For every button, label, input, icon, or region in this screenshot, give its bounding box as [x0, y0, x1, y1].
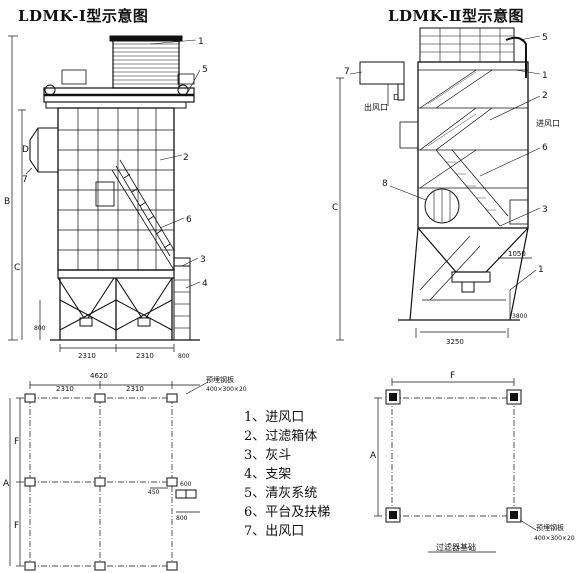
t1-dim-leg: 800 — [34, 325, 46, 332]
t1-callout-3: 3 — [200, 255, 206, 265]
type1-elevation — [8, 35, 201, 352]
t2-callout-3: 3 — [542, 205, 548, 215]
p2-caption: 过滤器基础 — [436, 542, 476, 552]
p1-dim-bay2: 2310 — [126, 385, 144, 393]
t2-dim-offset: 1050 — [508, 250, 526, 258]
type2-plan — [374, 378, 537, 553]
t2-dim-c: C — [332, 203, 338, 213]
p1-dim-600: 600 — [180, 481, 192, 488]
t1-callout-5: 5 — [202, 65, 208, 75]
t2-dim-d: D — [393, 93, 399, 102]
t2-callout-2: 2 — [542, 91, 548, 101]
p1-dim-f-top: F — [14, 437, 19, 447]
legend-item: 7、出风口 — [244, 524, 305, 539]
p1-dim-a: A — [3, 479, 10, 489]
t1-dim-b: B — [4, 197, 10, 207]
t1-dim-d: D — [22, 145, 29, 155]
legend: 1、进风口 2、过滤箱体 3、灰斗 4、支架 5、清灰系统 6、平台及扶梯 7、… — [244, 408, 330, 541]
type1-plan — [9, 381, 209, 571]
p1-dim-total: 4620 — [90, 372, 108, 380]
type1-title: LDMK-Ⅰ型示意图 — [18, 7, 149, 25]
p2-dim-a: A — [370, 451, 377, 461]
t1-dim-step: 800 — [178, 353, 190, 360]
t2-dim-base: 3250 — [446, 338, 464, 346]
p2-plate-label: 预埋钢板 — [536, 523, 564, 532]
t1-callout-7: 7 — [22, 175, 28, 185]
t1-callout-6: 6 — [186, 215, 192, 225]
p1-plate-label: 预埋钢板 — [206, 375, 234, 384]
legend-item: 6、平台及扶梯 — [244, 505, 331, 520]
t1-callout-2: 2 — [183, 153, 189, 163]
t2-dim-leg: 3800 — [512, 313, 527, 320]
p2-plate-size: 400×300×20 — [534, 535, 575, 542]
t2-callout-5: 5 — [542, 33, 548, 43]
t2-label-inlet: 进风口 — [536, 119, 560, 128]
t1-dim-c: C — [14, 263, 20, 273]
p1-plate-size: 400×300×20 — [206, 386, 247, 393]
legend-item: 4、支架 — [244, 467, 292, 482]
t2-label-outlet: 出风口 — [364, 102, 388, 112]
p2-dim-f: F — [450, 371, 455, 381]
legend-item: 3、灰斗 — [244, 448, 292, 463]
t2-callout-1: 1 — [542, 71, 548, 81]
t2-callout-6: 6 — [542, 143, 548, 153]
p1-dim-bay1: 2310 — [56, 385, 74, 393]
t2-callout-8: 8 — [382, 179, 388, 189]
legend-item: 2、过滤箱体 — [244, 429, 318, 444]
p1-dim-450: 450 — [148, 489, 160, 496]
t1-callout-4: 4 — [202, 279, 208, 289]
type2-elevation — [336, 27, 541, 341]
legend-item: 5、清灰系统 — [244, 486, 318, 501]
t2-callout-1b: 1 — [538, 265, 544, 275]
t1-dim-span1: 2310 — [78, 352, 96, 360]
p1-dim-f-bot: F — [14, 521, 19, 531]
legend-item: 1、进风口 — [244, 410, 305, 425]
t1-dim-span2: 2310 — [136, 352, 154, 360]
t2-callout-7: 7 — [344, 67, 350, 77]
t1-callout-1: 1 — [198, 37, 204, 47]
type2-title: LDMK-Ⅱ型示意图 — [388, 7, 524, 25]
p1-dim-800: 800 — [176, 515, 188, 522]
